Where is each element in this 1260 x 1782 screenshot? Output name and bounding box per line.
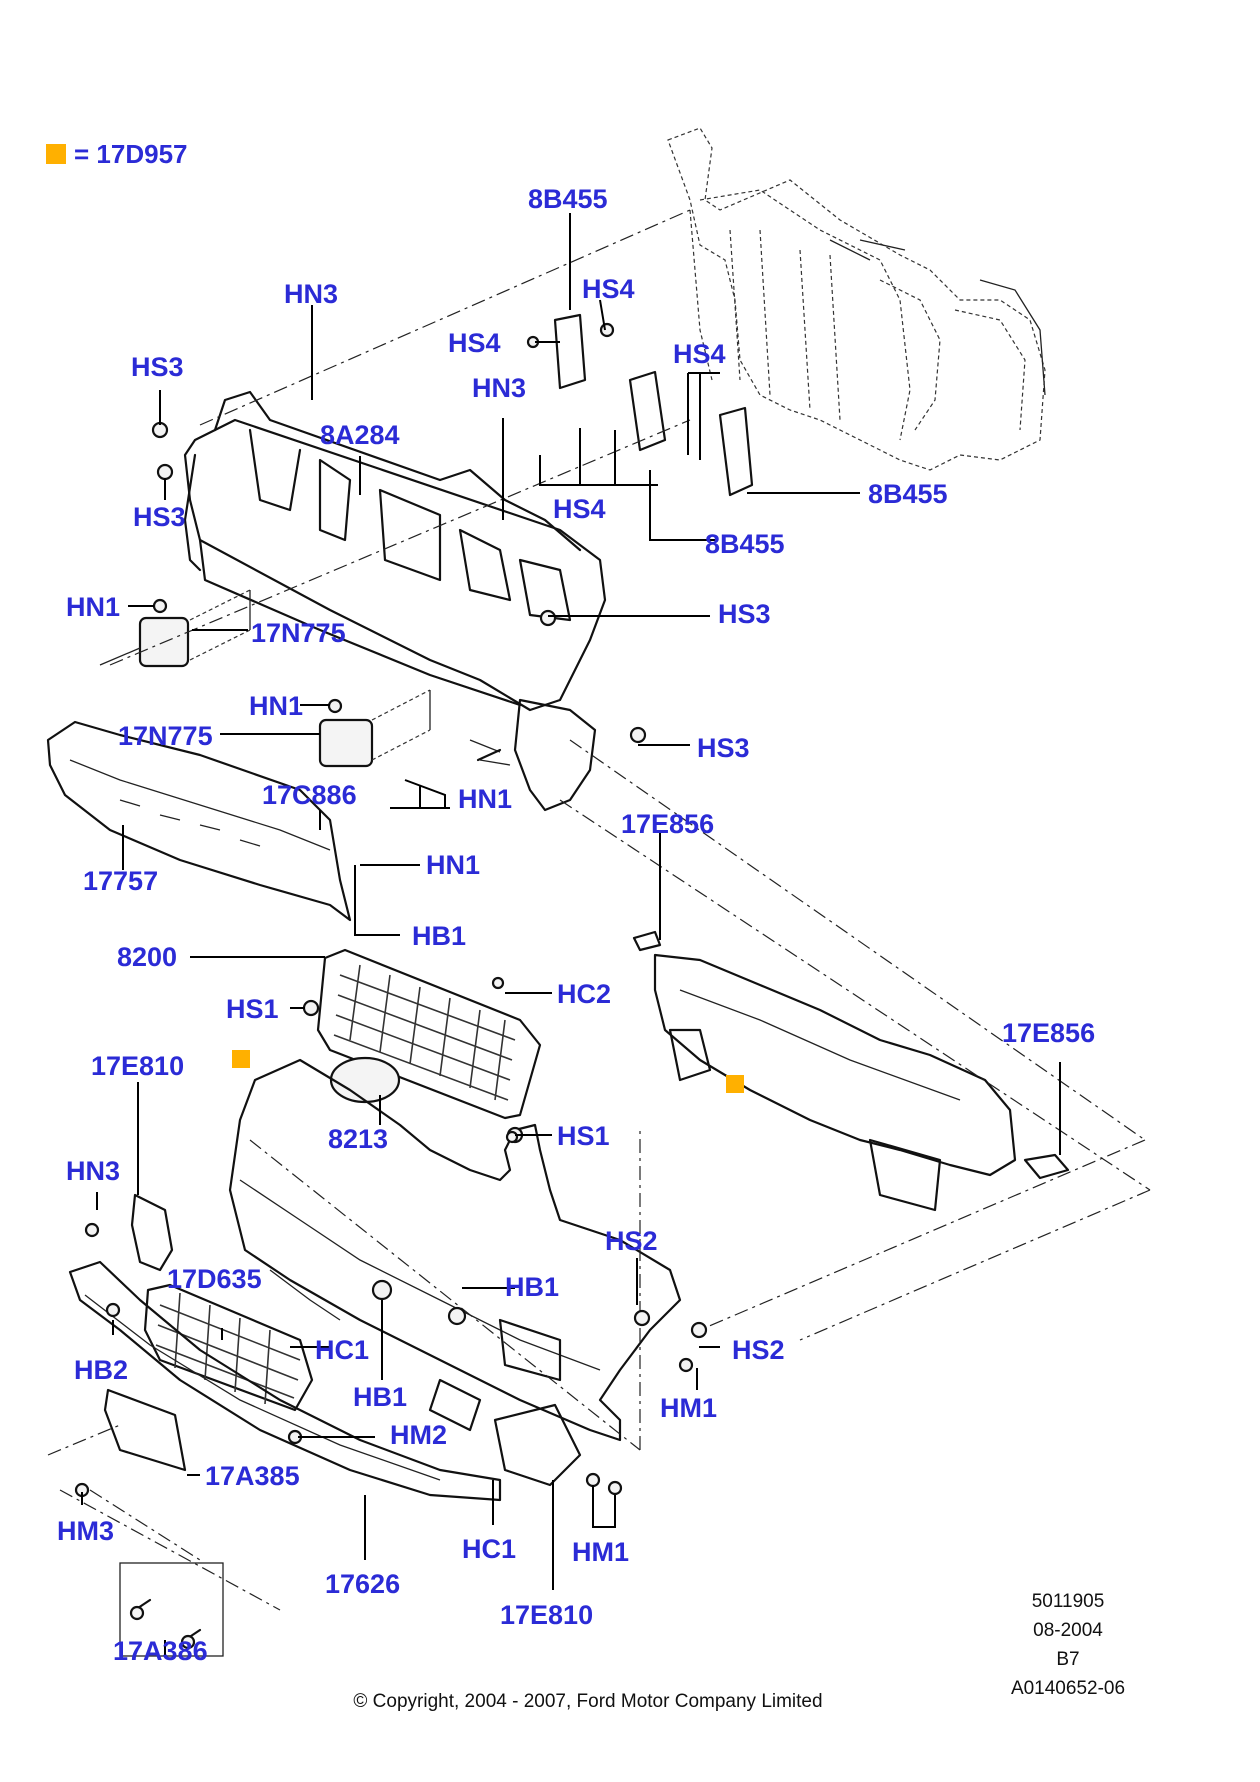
label-8B455: 8B455 <box>528 184 608 214</box>
label-HB2: HB2 <box>74 1355 128 1385</box>
plate-bracket-17A385 <box>103 1388 187 1472</box>
legend-text: = 17D957 <box>74 139 187 169</box>
doc-number: 5011905 <box>1032 1591 1105 1612</box>
marker-17D957 <box>232 1050 250 1068</box>
label-HM3: HM3 <box>57 1516 114 1546</box>
label-HB1: HB1 <box>505 1272 559 1302</box>
bumper-cover <box>228 1058 682 1442</box>
label-HN3: HN3 <box>284 279 338 309</box>
label-HC1: HC1 <box>462 1534 516 1564</box>
screw-box-17A386 <box>119 1562 224 1657</box>
doc-ref: A0140652-06 <box>1011 1678 1125 1699</box>
absorber-17757 <box>46 720 352 922</box>
doc-code: B7 <box>1056 1649 1079 1670</box>
copyright-notice: © Copyright, 2004 - 2007, Ford Motor Com… <box>353 1691 822 1712</box>
radiator-support <box>667 127 1046 471</box>
label-17N775: 17N775 <box>251 618 346 648</box>
label-HB1: HB1 <box>353 1382 407 1412</box>
label-HN1: HN1 <box>458 784 512 814</box>
label-17E856: 17E856 <box>1002 1018 1095 1048</box>
assembly-lines <box>47 209 1151 1611</box>
fasteners <box>74 322 708 1498</box>
part-labels: 8B455 HS4 HS4 HN3 HS4 HS3 HN3 8A284 HS3 … <box>57 184 1095 1666</box>
label-HN3: HN3 <box>472 373 526 403</box>
label-8A284: 8A284 <box>320 420 400 450</box>
label-HN3: HN3 <box>66 1156 120 1186</box>
legend: = 17D957 <box>46 139 187 169</box>
label-HB1: HB1 <box>412 921 466 951</box>
label-HS2: HS2 <box>732 1335 785 1365</box>
label-8200: 8200 <box>117 942 177 972</box>
label-HS4: HS4 <box>553 494 606 524</box>
cover-17E810 <box>130 1193 582 1487</box>
label-HN1: HN1 <box>249 691 303 721</box>
label-17A386: 17A386 <box>113 1636 208 1666</box>
label-HS4: HS4 <box>673 339 726 369</box>
label-HS3: HS3 <box>718 599 771 629</box>
label-17626: 17626 <box>325 1569 400 1599</box>
label-HS3: HS3 <box>131 352 184 382</box>
doc-date: 08-2004 <box>1033 1620 1103 1641</box>
grille-8200 <box>316 948 542 1120</box>
lower-grille-17D635 <box>143 1283 314 1412</box>
label-HS1: HS1 <box>557 1121 610 1151</box>
label-8213: 8213 <box>328 1124 388 1154</box>
label-17757: 17757 <box>83 866 158 896</box>
bumper-beam-17E856 <box>632 930 1070 1212</box>
label-HC2: HC2 <box>557 979 611 1009</box>
label-8B455: 8B455 <box>705 529 785 559</box>
reinforcement-8A284 <box>183 390 607 812</box>
label-17N775: 17N775 <box>118 721 213 751</box>
label-HS2: HS2 <box>605 1226 658 1256</box>
valance-17626 <box>68 1260 502 1502</box>
marker-17D957 <box>726 1075 744 1093</box>
label-17A385: 17A385 <box>205 1461 300 1491</box>
label-17E810: 17E810 <box>91 1051 184 1081</box>
leader-lines <box>81 213 1061 1656</box>
label-HS3: HS3 <box>133 502 186 532</box>
label-17C886: 17C886 <box>262 780 357 810</box>
label-8B455: 8B455 <box>868 479 948 509</box>
label-HS3: HS3 <box>697 733 750 763</box>
label-HN1: HN1 <box>426 850 480 880</box>
document-info: 5011905 08-2004 B7 A0140652-06 <box>1011 1591 1125 1699</box>
legend-swatch <box>46 144 66 164</box>
label-HN1: HN1 <box>66 592 120 622</box>
bracket-8B455 <box>553 313 754 497</box>
orange-markers <box>232 1050 744 1093</box>
label-HM1: HM1 <box>572 1537 629 1567</box>
label-HS4: HS4 <box>448 328 501 358</box>
label-HS1: HS1 <box>226 994 279 1024</box>
label-17E810: 17E810 <box>500 1600 593 1630</box>
label-HC1: HC1 <box>315 1335 369 1365</box>
label-HM2: HM2 <box>390 1420 447 1450</box>
label-HS4: HS4 <box>582 274 635 304</box>
label-17D635: 17D635 <box>167 1264 262 1294</box>
label-HM1: HM1 <box>660 1393 717 1423</box>
label-17E856: 17E856 <box>621 809 714 839</box>
